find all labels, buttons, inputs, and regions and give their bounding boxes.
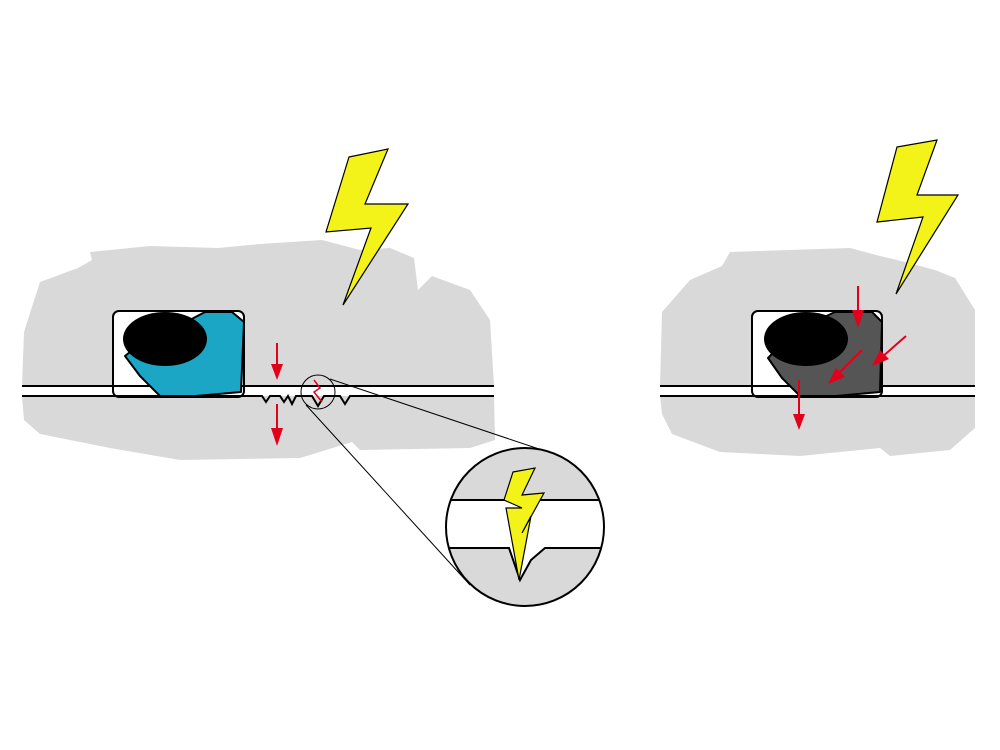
left-magnifier-source-icon bbox=[300, 374, 336, 410]
right-lightning-bolt-icon bbox=[876, 139, 960, 295]
right-housing-lower bbox=[660, 396, 975, 456]
right-force-arrow-icon-out bbox=[793, 380, 805, 430]
left-force-arrow-icon-out bbox=[271, 404, 283, 446]
magnifier-detail-icon bbox=[445, 447, 605, 607]
magnifier-tangent-lower bbox=[305, 404, 471, 586]
right-force-arrow-icon-diag-2 bbox=[872, 335, 907, 366]
left-o-ring bbox=[123, 312, 207, 366]
left-housing-upper bbox=[22, 240, 494, 386]
left-force-arrow-icon-down bbox=[271, 343, 283, 380]
right-force-arrow-icon-diag-1 bbox=[828, 349, 863, 384]
left-panel bbox=[22, 148, 546, 586]
magnifier-tangent-upper bbox=[329, 378, 546, 452]
left-shaft-pitting bbox=[244, 394, 494, 408]
right-o-ring bbox=[764, 312, 848, 366]
left-lightning-bolt-icon bbox=[325, 148, 410, 306]
detail-lightning-bolt-icon bbox=[503, 467, 546, 581]
right-force-arrow-icon-down bbox=[852, 286, 864, 328]
right-panel bbox=[660, 139, 975, 456]
left-spark-icon bbox=[312, 379, 323, 403]
left-housing-lower bbox=[22, 396, 495, 460]
